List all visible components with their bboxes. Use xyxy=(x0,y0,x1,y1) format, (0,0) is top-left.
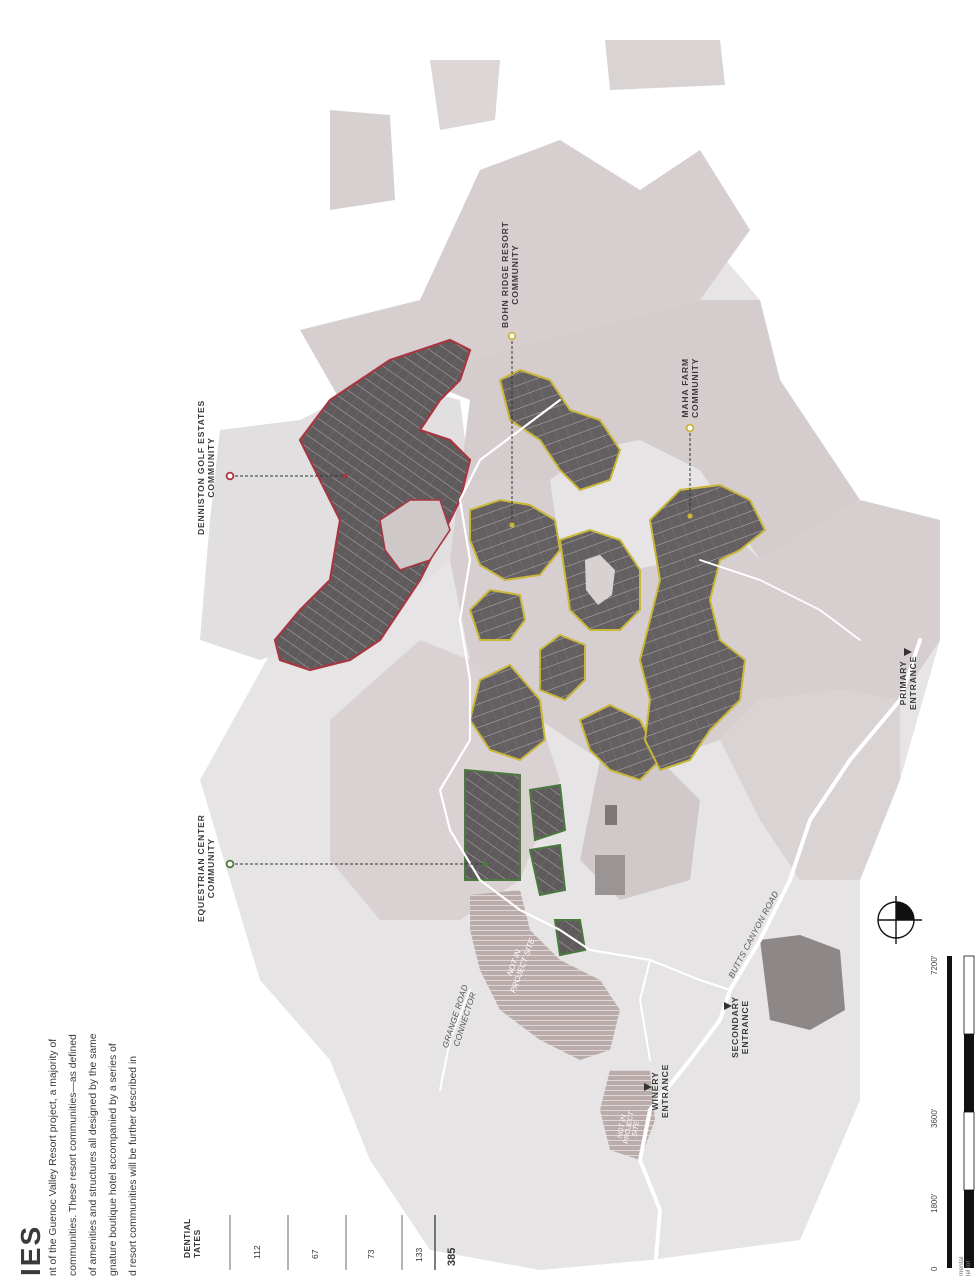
intro-line-4: gnature boutique hotel accompanied by a … xyxy=(108,1043,119,1276)
reservoir xyxy=(760,935,845,1030)
intro-line-5: d resort communities will be further des… xyxy=(128,1055,139,1276)
scale-bar xyxy=(947,955,975,1268)
scale-tick-1800: 1800' xyxy=(930,1193,939,1213)
scale-tick-3600: 3600' xyxy=(930,1108,939,1128)
table-total: 385 xyxy=(446,1247,458,1266)
scale-tick-7200: 7200' xyxy=(930,955,939,975)
north-arrow-icon xyxy=(877,896,922,944)
roads xyxy=(438,398,922,1272)
maha-farm-label: MAHA FARM COMMUNITY xyxy=(680,357,700,418)
table-value: 112 xyxy=(252,1245,262,1259)
equestrian-center-area xyxy=(464,768,587,957)
not-in-project-areas xyxy=(470,890,655,1160)
residential-table-lines xyxy=(229,1215,436,1270)
primary-entrance-label: PRIMARY ENTRANCE xyxy=(898,655,918,710)
maha-farm-area xyxy=(638,483,767,772)
secondary-entrance-label: SECONDARY ENTRANCE xyxy=(730,996,750,1058)
winery-entrance-label: WINERY ENTRANCE xyxy=(650,1063,670,1118)
bohn-ridge-resort-label: BOHN RIDGE RESORT COMMUNITY xyxy=(500,221,520,328)
scale-tick-0: 0 xyxy=(930,1266,939,1271)
equestrian-center-label: EQUESTRIAN CENTER COMMUNITY xyxy=(196,814,216,922)
intro-line-2: communities. These resort communities—as… xyxy=(68,1034,79,1276)
page-heading: IES xyxy=(15,1224,46,1276)
intro-line-1: nt of the Guenoc Valley Resort project, … xyxy=(48,1038,59,1276)
parcel xyxy=(605,805,617,825)
denniston-golf-estates-area xyxy=(273,338,472,672)
table-value: 67 xyxy=(310,1249,320,1259)
table-value: 73 xyxy=(366,1249,376,1259)
primary-entrance-arrow-icon xyxy=(904,648,912,656)
secondary-entrance-arrow-icon xyxy=(724,1002,732,1010)
table-value: 133 xyxy=(414,1247,424,1262)
footnote: mental lel lot xyxy=(958,1256,972,1276)
table-header: DENTIAL TATES xyxy=(182,1218,202,1258)
bohn-ridge-resort-area xyxy=(468,368,662,782)
community-markers xyxy=(225,331,695,869)
denniston-golf-estates-label: DENNISTON GOLF ESTATES COMMUNITY xyxy=(196,399,216,535)
parcel xyxy=(595,855,625,895)
winery-entrance-arrow-icon xyxy=(644,1083,652,1091)
intro-line-3: of amenities and structures all designed… xyxy=(88,1033,99,1276)
